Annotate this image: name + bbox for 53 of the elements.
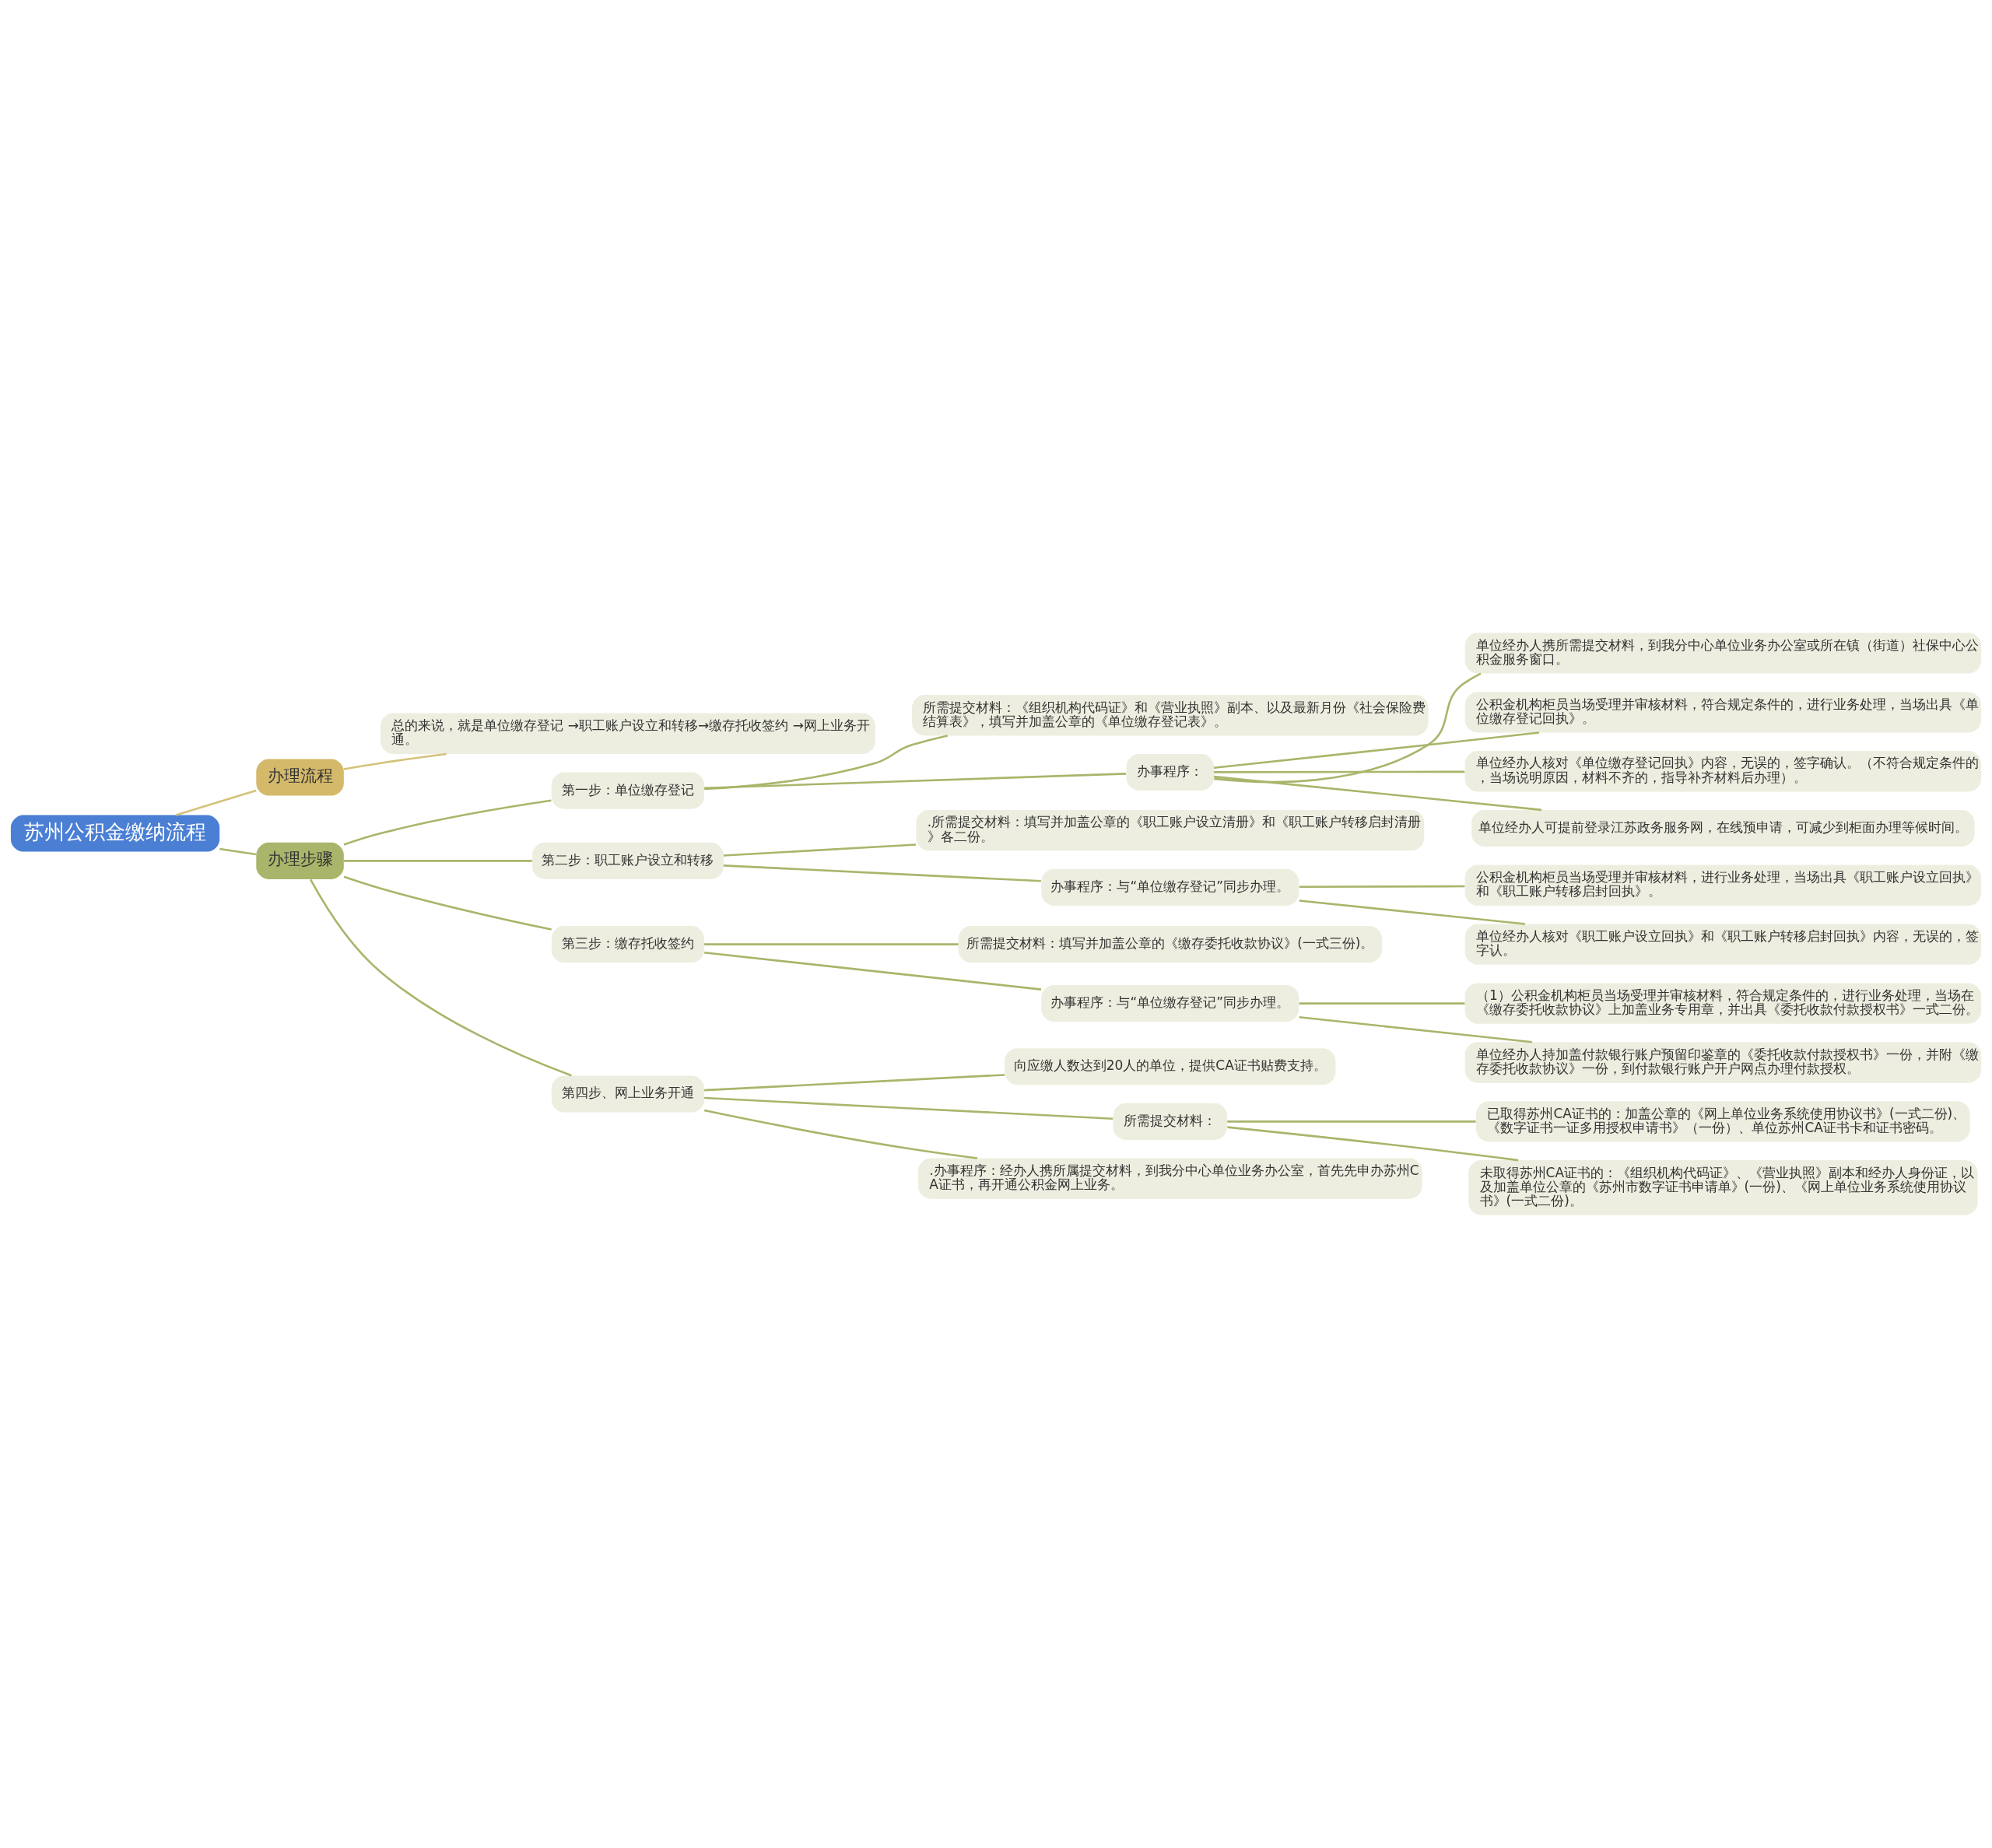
- node-box: 苏州公积金缴纳流程: [10, 815, 220, 852]
- connector: [310, 878, 572, 1077]
- connector: [1213, 731, 1540, 769]
- node-box: 单位经办人可提前登录江苏政务服务网，在线预申请，可减少到柜面办理等候时间。: [1471, 809, 1975, 847]
- node-box: 所需提交材料：: [1113, 1103, 1228, 1140]
- node-box: 公积金机构柜员当场受理并审核材料，符合规定条件的，进行业务处理，当场出具《单位缴存登记回执》。: [1464, 692, 1982, 733]
- connector: [1299, 885, 1465, 889]
- connector: [175, 789, 257, 816]
- node-box: 第四步、网上业务开通: [551, 1075, 705, 1113]
- connector: [1214, 770, 1465, 773]
- connector: [1227, 1126, 1519, 1162]
- connector: [344, 860, 532, 862]
- node-box: 办理步骤: [256, 842, 344, 879]
- node-box: 所需提交材料：《组织机构代码证》和《营业执照》副本、以及最新月份《社会保险费结算表》，填写并加盖公章的《单位缴存登记表》。: [912, 695, 1429, 736]
- node-box: 第一步：单位缴存登记: [551, 772, 705, 809]
- connector: [704, 1074, 1005, 1092]
- connector: [1299, 1002, 1465, 1005]
- connector: [723, 864, 1041, 882]
- connector: [219, 847, 257, 856]
- connector: [704, 1096, 1113, 1120]
- node-box: 未取得苏州CA证书的：《组织机构代码证》、《营业执照》副本和经办人身份证，以及加盖单位公章的《苏州市数字证书申请单》(一份)、《网上单位业务系统使用协议书》(一式二份)。: [1468, 1160, 1978, 1215]
- node-box: .办事程序：经办人携所属提交材料，到我分中心单位业务办公室，首先先申办苏州CA证书，再开通公积金网上业务。: [917, 1158, 1422, 1199]
- connector: [1213, 775, 1542, 812]
- node-box: 单位经办人核对《单位缴存登记回执》内容，无误的，签字确认。（不符合规定条件的，当场说明原因，材料不齐的，指导补齐材料后办理）。: [1464, 751, 1982, 792]
- connector: [343, 799, 552, 846]
- node-box: 办事程序：: [1126, 753, 1215, 791]
- node-box: 向应缴人数达到20人的单位，提供CA证书贴费支持。: [1005, 1048, 1336, 1085]
- node-box: 单位经办人核对《职工账户设立回执》和《职工账户转移启封回执》内容，无误的，签字认。: [1464, 924, 1982, 965]
- node-box: 第三步：缴存托收签约: [551, 926, 705, 963]
- node-box: 总的来说，就是单位缴存登记 →职工账户设立和转移→缴存托收签约 →网上业务开通。: [380, 713, 875, 754]
- connector: [1299, 1015, 1532, 1043]
- node-box: 第二步：职工账户设立和转移: [531, 842, 724, 879]
- node-box: .所需提交材料：填写并加盖公章的《职工账户设立清册》和《职工账户转移启封清册》各二份。: [916, 809, 1425, 851]
- node-box: 所需提交材料：填写并加盖公章的《缴存委托收款协议》(一式三份)。: [958, 926, 1382, 963]
- connector: [1214, 672, 1482, 784]
- connector: [723, 843, 917, 857]
- node-box: 公积金机构柜员当场受理并审核材料，进行业务处理，当场出具《职工账户设立回执》和《职工账户转移启封回执》。: [1464, 864, 1982, 906]
- node-box: （1）公积金机构柜员当场受理并审核材料，符合规定条件的，进行业务处理，当场在《缴存委托收款协议》上加盖业务专用章，并出具《委托收款付款授权书》一式二份。: [1464, 983, 1982, 1024]
- node-box: 办事程序：与“单位缴存登记”同步办理。: [1041, 868, 1299, 906]
- node-box: 单位经办人持加盖付款银行账户预留印鉴章的《委托收款付款授权书》一份，并附《缴存委托收款协议》一份，到付款银行账户开户网点办理付款授权。: [1464, 1042, 1982, 1083]
- node-box: 办事程序：与“单位缴存登记”同步办理。: [1041, 985, 1299, 1022]
- node-box: 单位经办人携所需提交材料，到我分中心单位业务办公室或所在镇（街道）社保中心公积金服务窗口。: [1464, 633, 1982, 674]
- connector: [1227, 1120, 1476, 1123]
- connector: [343, 752, 447, 770]
- connector: [703, 1109, 978, 1159]
- connector: [704, 735, 948, 791]
- connector: [704, 943, 959, 945]
- connector: [704, 773, 1127, 790]
- connector: [343, 875, 552, 931]
- connector: [1299, 899, 1525, 925]
- connector: [704, 951, 1042, 991]
- node-box: 已取得苏州CA证书的：加盖公章的《网上单位业务系统使用协议书》(一式二份)、《数字证书一证多用授权申请书》（一份）、单位苏州CA证书卡和证书密码。: [1476, 1101, 1970, 1142]
- node-box: 办理流程: [256, 759, 344, 796]
